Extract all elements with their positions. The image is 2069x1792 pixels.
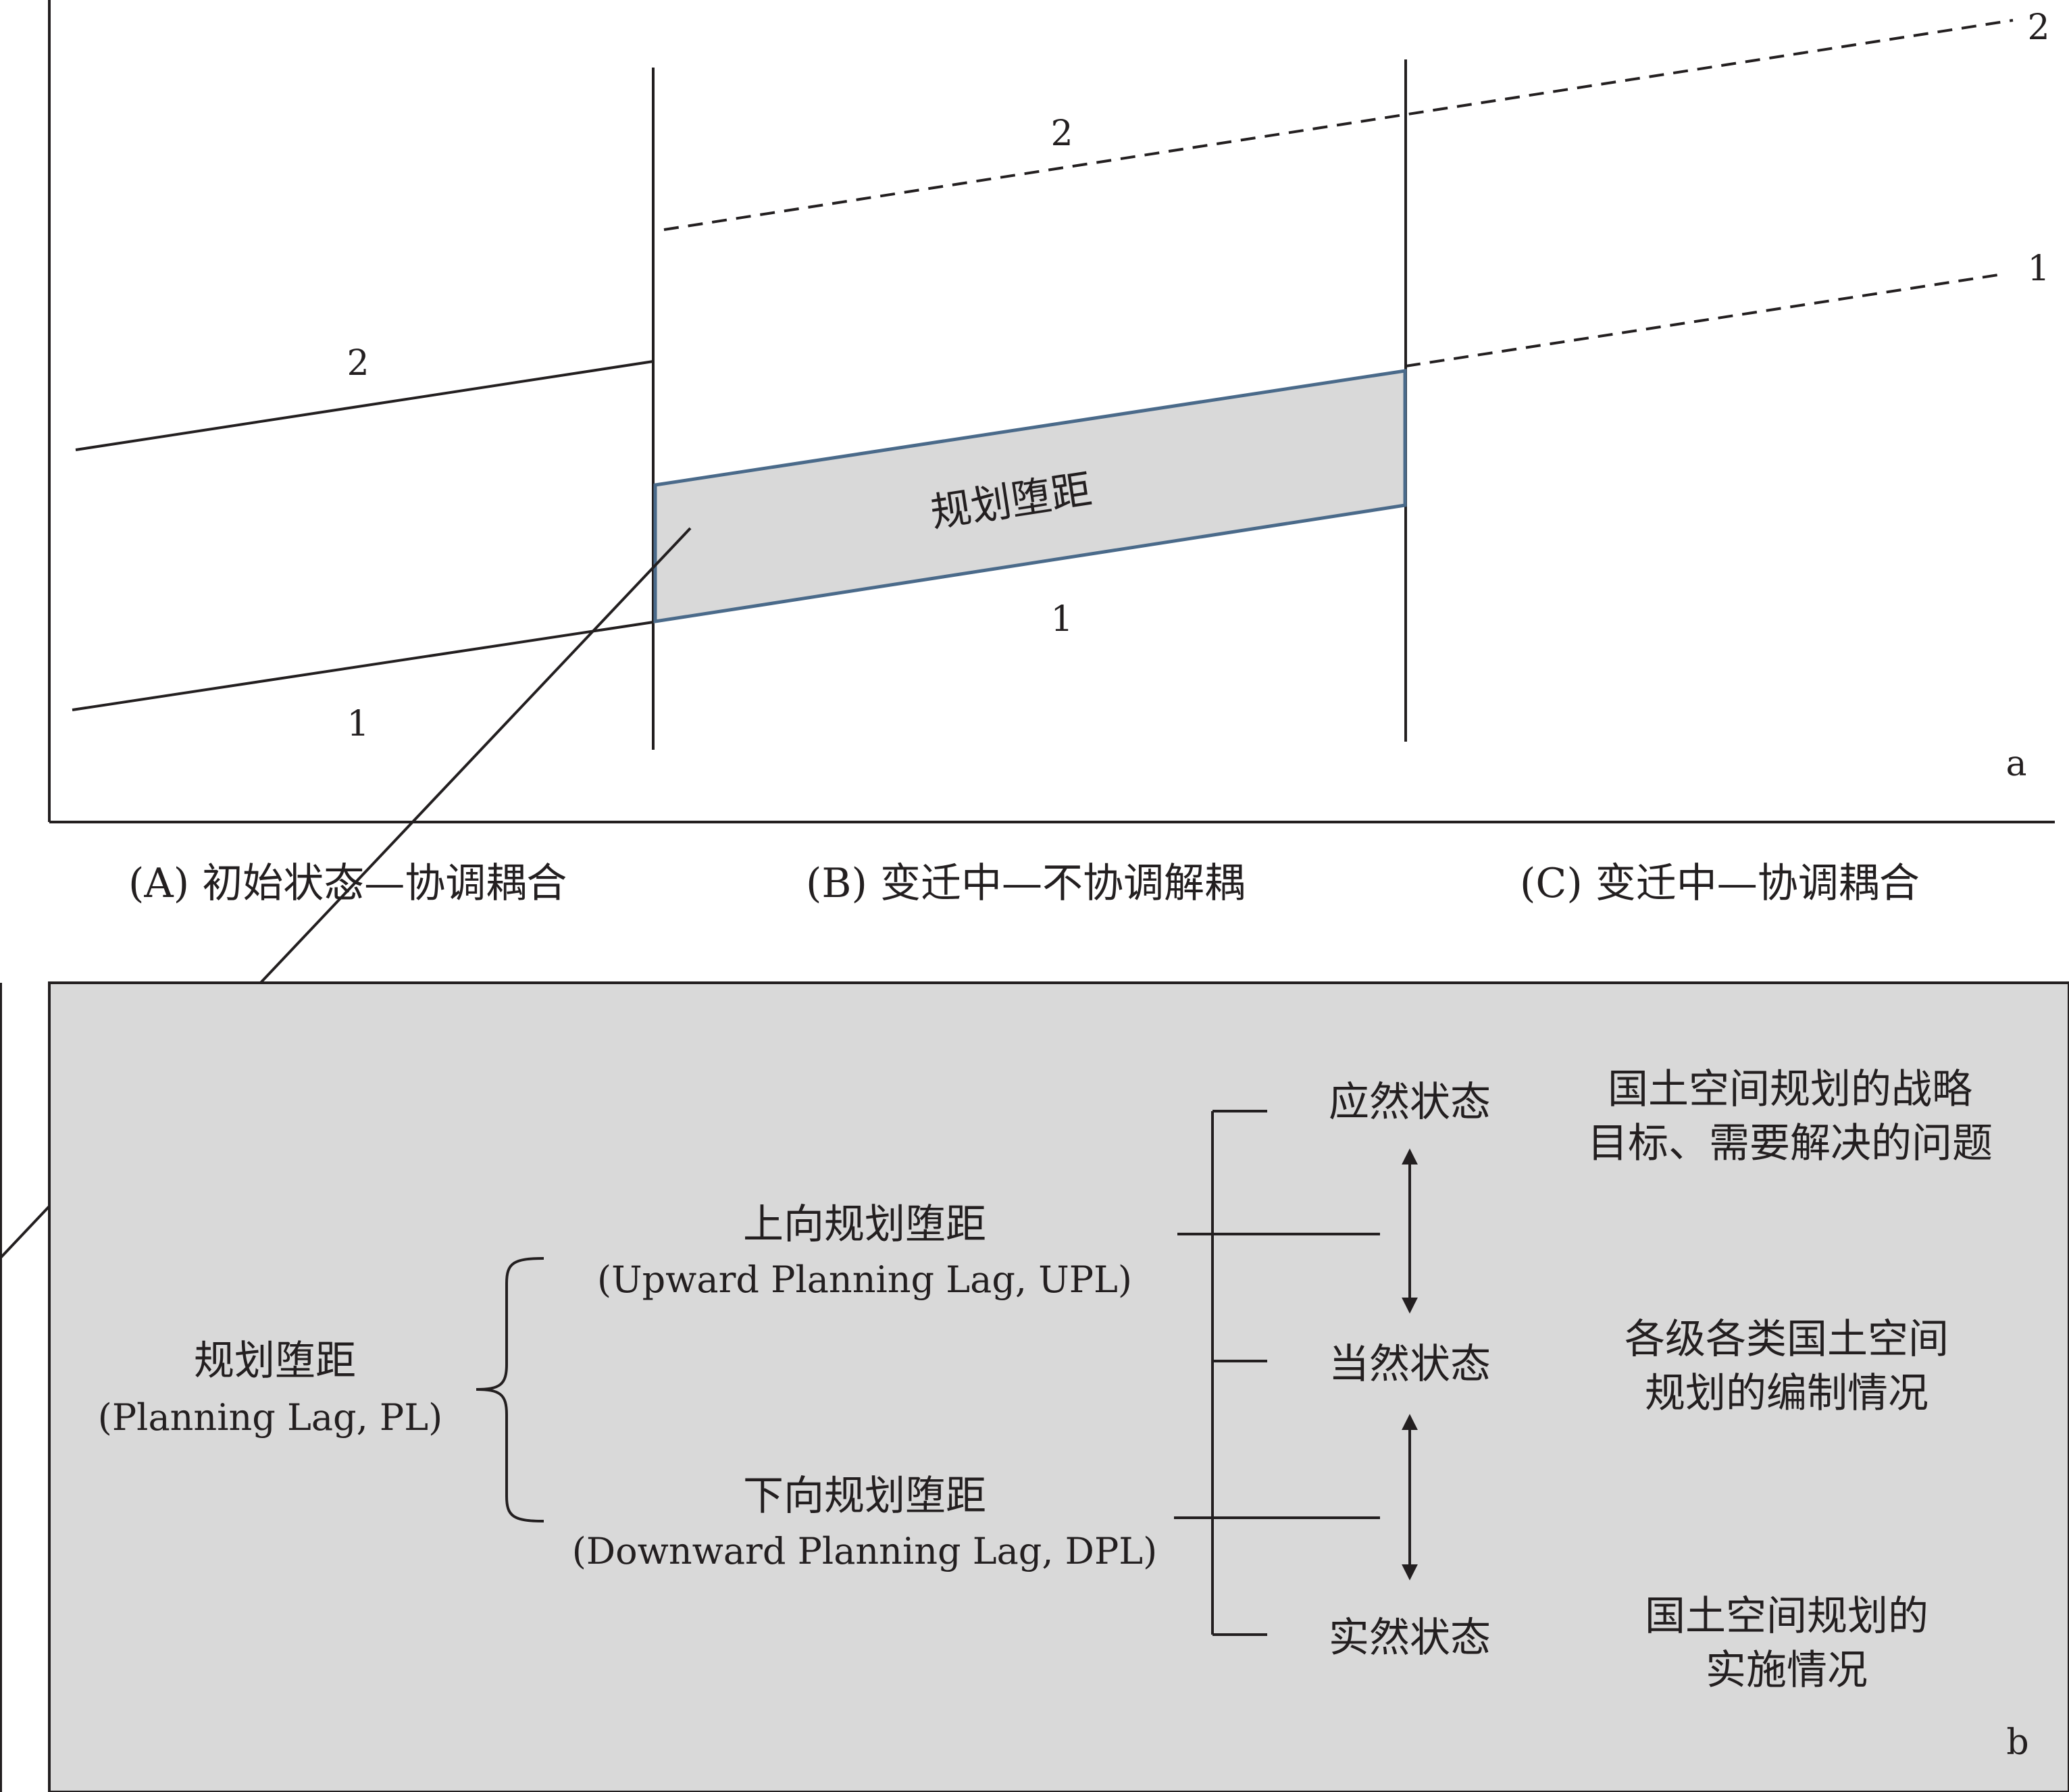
- root-brace: [476, 1257, 544, 1522]
- panel-b-box: [48, 981, 2069, 1792]
- state-actual-desc-1: 国土空间规划的: [1645, 1593, 1928, 1640]
- line-2-stage-a: [75, 360, 654, 451]
- label-mid-lower: 1: [1050, 599, 1073, 640]
- label-mid-upper: 2: [1050, 113, 1073, 154]
- panel-b-letter: b: [2006, 1722, 2028, 1763]
- state-ought-name: 应然状态: [1329, 1079, 1491, 1126]
- branch-downward-cn: 下向规划堕距: [743, 1473, 986, 1520]
- line-1-stage-a: [72, 621, 654, 711]
- stage-c-caption: (C) 变迁中—协调耦合: [1520, 860, 1920, 907]
- planning-lag-band: [653, 369, 1407, 623]
- state-actual-desc-2: 实施情况: [1706, 1647, 1868, 1694]
- line-2-dashed-projection: [663, 19, 2014, 231]
- state-current-desc-1: 各级各类国土空间: [1625, 1316, 1949, 1363]
- panel-a: 2 1 2 1 2 1 规划堕距 a (A) 初始状态—协调耦合 (B) 变迁中…: [0, 0, 2055, 1260]
- state-current-desc-2: 规划的编制情况: [1645, 1370, 1928, 1417]
- root-label-en: (Planning Lag, PL): [98, 1396, 442, 1439]
- line-1-dashed-projection: [1405, 274, 1999, 367]
- stage-a-caption: (A) 初始状态—协调耦合: [128, 860, 567, 907]
- label-right-upper: 2: [2027, 7, 2049, 48]
- state-ought-desc-2: 目标、需要解决的问题: [1587, 1120, 1993, 1167]
- panel-b: 规划堕距 (Planning Lag, PL) 上向规划堕距 (Upward P…: [0, 981, 2069, 1792]
- branch-upward-cn: 上向规划堕距: [743, 1201, 986, 1248]
- state-ought-desc-1: 国土空间规划的战略: [1608, 1066, 1972, 1113]
- stage-b-caption: (B) 变迁中—不协调解耦: [806, 860, 1245, 907]
- label-left-lower: 1: [347, 704, 369, 744]
- label-right-lower: 1: [2027, 249, 2049, 289]
- root-label-cn: 规划堕距: [194, 1337, 356, 1385]
- state-actual-name: 实然状态: [1329, 1614, 1491, 1662]
- label-left-upper: 2: [347, 343, 369, 384]
- branch-downward-en: (Downward Planning Lag, DPL): [572, 1530, 1157, 1572]
- branch-upward-en: (Upward Planning Lag, UPL): [597, 1258, 1132, 1301]
- state-current-name: 当然状态: [1329, 1341, 1491, 1388]
- panel-a-letter: a: [2006, 744, 2026, 784]
